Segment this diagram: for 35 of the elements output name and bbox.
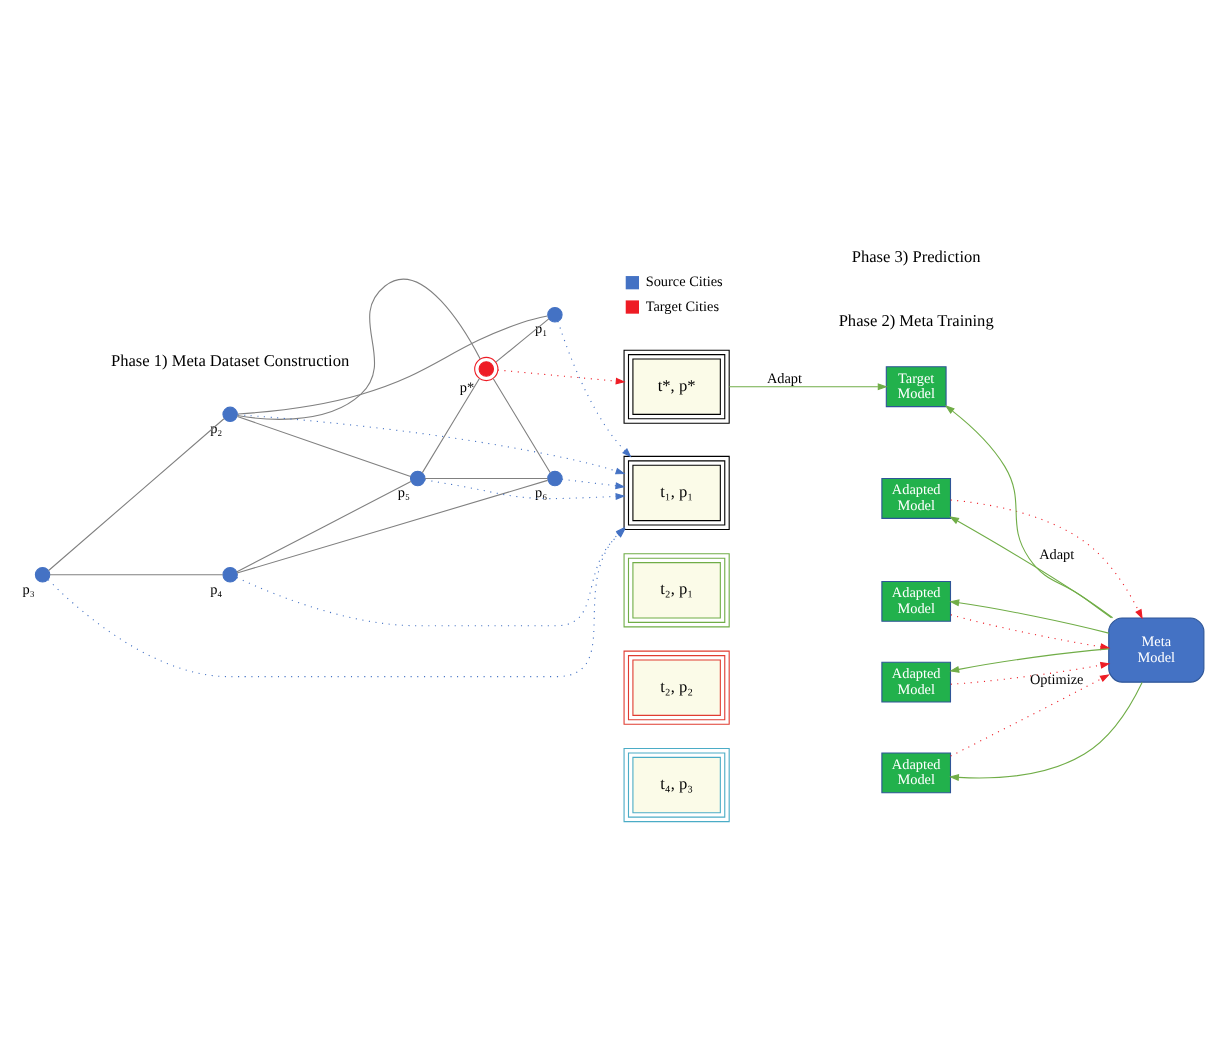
node-circle	[34, 567, 51, 583]
node-circle	[222, 567, 238, 583]
arrow	[561, 478, 626, 490]
arrow	[237, 414, 626, 475]
connector	[421, 377, 480, 474]
arrow	[950, 661, 1111, 685]
arrow	[949, 648, 1110, 673]
arrow	[557, 320, 632, 458]
connector	[48, 418, 225, 572]
connector	[236, 415, 412, 478]
connector	[49, 574, 224, 576]
arrow	[948, 682, 1143, 781]
connector	[236, 479, 549, 574]
arrow	[424, 479, 626, 500]
arrow	[949, 516, 1114, 619]
connector	[492, 378, 551, 474]
node-circle	[409, 470, 426, 487]
connector	[237, 315, 548, 415]
label: Phase 3) Prediction	[851, 248, 981, 267]
arrow	[497, 369, 626, 385]
connector	[236, 480, 412, 573]
label: Phase 2) Meta Training	[838, 312, 994, 331]
connector	[424, 478, 549, 480]
node-circle	[547, 307, 563, 323]
arrow	[728, 383, 888, 391]
arrow	[950, 614, 1111, 651]
arrow	[944, 405, 1112, 619]
node-circle	[222, 406, 238, 423]
arrow	[950, 499, 1143, 620]
connector	[236, 278, 481, 420]
arrow	[949, 599, 1110, 634]
arrow	[950, 674, 1110, 757]
label: Phase 1) Meta Dataset Construction	[111, 352, 350, 371]
node-circle	[547, 470, 563, 487]
connector	[495, 318, 550, 363]
